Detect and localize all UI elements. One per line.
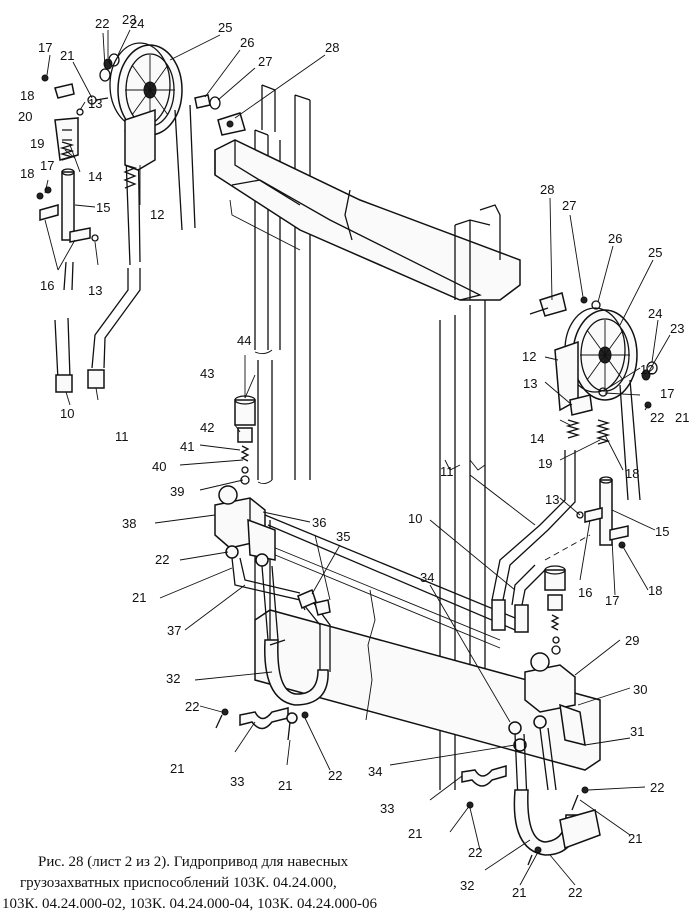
callout-12: 12 — [150, 207, 164, 222]
callout-12: 12 — [640, 362, 654, 377]
callout-17: 17 — [40, 158, 54, 173]
callout-22: 22 — [95, 16, 109, 31]
callout-22: 22 — [328, 768, 342, 783]
callout-21: 21 — [132, 590, 146, 605]
callout-13: 13 — [88, 96, 102, 111]
callout-12: 12 — [522, 349, 536, 364]
callout-27: 27 — [562, 198, 576, 213]
callout-21: 21 — [628, 831, 642, 846]
callout-34: 34 — [368, 764, 382, 779]
callout-40: 40 — [152, 459, 166, 474]
callout-21: 21 — [408, 826, 422, 841]
callout-16: 16 — [578, 585, 592, 600]
callout-22: 22 — [468, 845, 482, 860]
callout-22: 22 — [155, 552, 169, 567]
callout-38: 38 — [122, 516, 136, 531]
callout-26: 26 — [608, 231, 622, 246]
callout-22: 22 — [650, 410, 664, 425]
callout-16: 16 — [40, 278, 54, 293]
callout-numbers: 22 23 24 25 26 27 28 17 21 18 20 13 19 1… — [18, 12, 689, 900]
callout-42: 42 — [200, 420, 214, 435]
callout-25: 25 — [648, 245, 662, 260]
callout-13: 13 — [88, 283, 102, 298]
callout-15: 15 — [655, 524, 669, 539]
callout-17: 17 — [605, 593, 619, 608]
left-pipes — [54, 261, 141, 393]
callout-23: 23 — [122, 12, 136, 27]
left-valve-assembly — [214, 395, 331, 741]
callout-13: 13 — [523, 376, 537, 391]
callout-37: 37 — [167, 623, 181, 638]
caption-line-1: Рис. 28 (лист 2 из 2). Гидропривод для н… — [38, 854, 349, 870]
callout-21: 21 — [512, 885, 526, 900]
caption-line-3: 103К. 04.24.000-02, 103К. 04.24.000-04, … — [2, 896, 377, 912]
callout-36: 36 — [312, 515, 326, 530]
callout-19: 19 — [30, 136, 44, 151]
callout-18: 18 — [20, 88, 34, 103]
callout-21: 21 — [60, 48, 74, 63]
callout-43: 43 — [200, 366, 214, 381]
right-pulley-assembly — [529, 292, 658, 549]
callout-27: 27 — [258, 54, 272, 69]
callout-11: 11 — [115, 429, 129, 444]
callout-21: 21 — [170, 761, 184, 776]
right-pipes — [491, 450, 591, 633]
callout-26: 26 — [240, 35, 254, 50]
callout-18: 18 — [648, 583, 662, 598]
callout-10: 10 — [408, 511, 422, 526]
callout-39: 39 — [170, 484, 184, 499]
callout-33: 33 — [380, 801, 394, 816]
callout-14: 14 — [88, 169, 102, 184]
callout-19: 19 — [538, 456, 552, 471]
callout-21: 21 — [675, 410, 689, 425]
callout-13: 13 — [545, 492, 559, 507]
callout-28: 28 — [325, 40, 339, 55]
callout-17: 17 — [660, 386, 674, 401]
callout-24: 24 — [130, 16, 144, 31]
callout-11: 11 — [440, 464, 454, 479]
callout-32: 32 — [460, 878, 474, 893]
callout-31: 31 — [630, 724, 644, 739]
callout-41: 41 — [180, 439, 194, 454]
callout-10: 10 — [60, 406, 74, 421]
callout-35: 35 — [336, 529, 350, 544]
callout-32: 32 — [166, 671, 180, 686]
caption-line-2: грузозахватных приспособлений 103К. 04.2… — [20, 875, 337, 891]
callout-14: 14 — [530, 431, 544, 446]
callout-28: 28 — [540, 182, 554, 197]
leader-lines — [44, 29, 671, 886]
callout-30: 30 — [633, 682, 647, 697]
callout-18: 18 — [20, 166, 34, 181]
callout-25: 25 — [218, 20, 232, 35]
callout-33: 33 — [230, 774, 244, 789]
callout-15: 15 — [96, 200, 110, 215]
callout-23: 23 — [670, 321, 684, 336]
callout-29: 29 — [625, 633, 639, 648]
callout-22: 22 — [568, 885, 582, 900]
callout-22: 22 — [185, 699, 199, 714]
callout-18: 18 — [625, 466, 639, 481]
callout-21: 21 — [278, 778, 292, 793]
callout-34: 34 — [420, 570, 434, 585]
callout-44: 44 — [237, 333, 251, 348]
callout-22: 22 — [650, 780, 664, 795]
callout-20: 20 — [18, 109, 32, 124]
callout-24: 24 — [648, 306, 662, 321]
left-pulley-assembly — [36, 42, 246, 266]
callout-17: 17 — [38, 40, 52, 55]
